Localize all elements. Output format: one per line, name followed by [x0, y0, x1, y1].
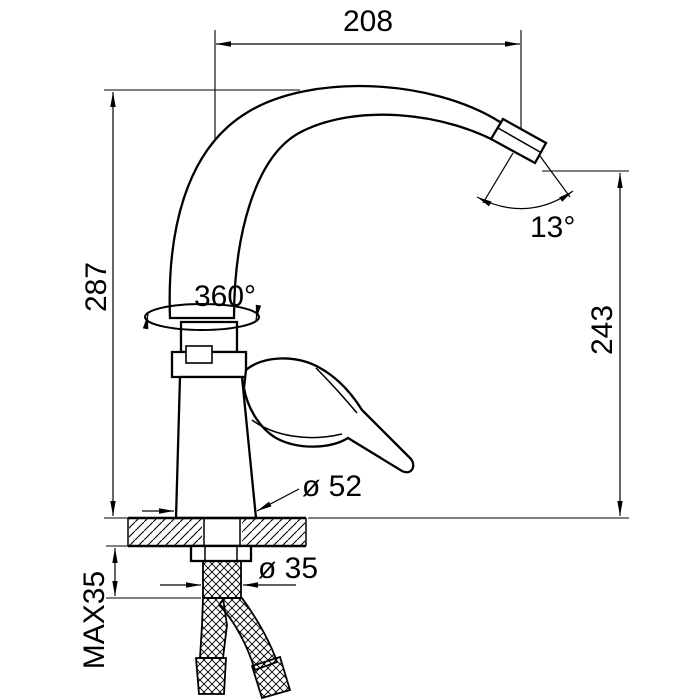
- dimension-height-left: 287: [80, 89, 300, 519]
- spout-angle-annotation: 13°: [476, 152, 575, 244]
- supply-hoses: [195, 597, 292, 700]
- max-thickness-annotation: MAX35: [78, 545, 201, 669]
- handle-crease: [251, 419, 343, 439]
- cartridge-detail: [185, 345, 213, 364]
- shank-diameter-annotation: ø 35: [160, 552, 318, 588]
- countertop: [127, 516, 307, 548]
- faucet-body: [170, 320, 258, 520]
- mounting-nut: [189, 544, 253, 563]
- faucet-spout: [168, 84, 548, 320]
- angle-ray: [539, 155, 571, 198]
- rotation-annotation: 360°: [194, 280, 256, 313]
- threaded-shank: [202, 560, 242, 599]
- rotation-arrow: [255, 304, 262, 321]
- swivel-joint: [142, 303, 262, 364]
- countertop-hatch-right: [242, 519, 305, 545]
- width-top-label: 208: [343, 5, 393, 38]
- base-diameter-annotation: ø 52: [142, 470, 362, 514]
- handle-lever: [242, 357, 415, 474]
- spout-angle-label: 13°: [530, 211, 575, 244]
- body-lower: [174, 375, 258, 520]
- spout-tip-aerator: [489, 117, 548, 165]
- faucet-handle: [242, 357, 415, 474]
- base-diameter-label: ø 52: [302, 470, 362, 503]
- hose-right-fitting: [250, 655, 292, 700]
- dimension-height-right: 243: [308, 170, 629, 519]
- hose-left-fitting: [195, 657, 227, 695]
- countertop-hatch-left: [129, 519, 202, 545]
- max-thickness-label: MAX35: [78, 571, 111, 669]
- hose-right: [217, 597, 279, 672]
- handle-crease: [315, 367, 358, 414]
- height-left-label: 287: [80, 262, 113, 312]
- angle-arc: [476, 190, 574, 210]
- height-right-label: 243: [586, 305, 619, 355]
- rotation-arrow: [142, 313, 149, 330]
- rotation-label: 360°: [194, 280, 256, 313]
- dimension-width-top: 208: [214, 5, 522, 314]
- angle-ray: [482, 152, 514, 204]
- spout-tip-line: [497, 127, 541, 153]
- shank-diameter-label: ø 35: [258, 552, 318, 585]
- diameter-leader: [256, 488, 300, 512]
- mounting-hardware: [189, 544, 253, 599]
